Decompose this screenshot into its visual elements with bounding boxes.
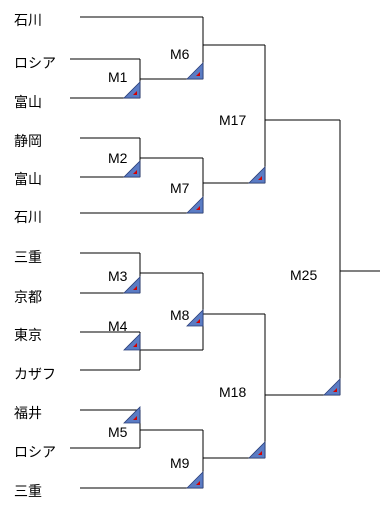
bracket-lines [70,16,380,489]
match-label-m5: M5 [108,424,128,440]
winner-marker-icon [186,471,204,489]
marker-triangle [123,406,141,424]
marker-dot [133,91,137,95]
match-label-m4: M4 [108,318,128,334]
marker-dot [196,319,200,323]
marker-dot [133,286,137,290]
marker-triangle [186,196,204,214]
marker-triangle [323,378,341,396]
marker-dot [258,176,262,180]
team-mie-label: 三重 [14,484,42,500]
winner-marker-icon [123,160,141,178]
marker-dot [133,416,137,420]
match-label-m1: M1 [108,69,128,85]
team-mie-label: 三重 [14,250,42,266]
match-label-m18: M18 [219,384,246,400]
match-label-m2: M2 [108,150,128,166]
winner-marker-icon [186,62,204,80]
winner-marker-icon [248,166,266,184]
marker-dot [196,481,200,485]
marker-dot [196,206,200,210]
marker-dot [196,72,200,76]
team-kazakh-label: カザフ [14,367,56,383]
team-toyama-label: 富山 [14,94,42,111]
team-kyoto-label: 京都 [14,290,42,306]
winner-marker-icon [123,276,141,294]
match-label-m9: M9 [170,455,190,471]
winner-marker-icon [186,309,204,327]
team-shizuoka-label: 静岡 [14,134,42,150]
match-label-m25: M25 [290,267,317,283]
match-markers [123,62,341,489]
winner-marker-icon [186,196,204,214]
marker-dot [258,451,262,455]
team-tokyo-label: 東京 [14,328,42,344]
marker-triangle [248,441,266,459]
team-fukui-label: 福井 [14,406,42,422]
team-ishikawa-label: 石川 [14,210,42,226]
marker-triangle [186,62,204,80]
winner-marker-icon [123,81,141,99]
winner-marker-icon [123,406,141,424]
team-ishikawa-label: 石川 [14,13,42,29]
marker-dot [133,170,137,174]
match-label-m7: M7 [170,180,190,196]
team-russia-label: ロシア [14,56,56,72]
winner-marker-icon [323,378,341,396]
team-toyama-label: 富山 [14,171,42,188]
match-label-m6: M6 [170,46,190,62]
team-russia-label: ロシア [14,445,56,461]
marker-dot [333,388,337,392]
marker-dot [133,343,137,347]
marker-triangle [248,166,266,184]
match-label-m8: M8 [170,307,190,323]
winner-marker-icon [123,333,141,351]
marker-triangle [186,471,204,489]
winner-marker-icon [248,441,266,459]
match-label-m17: M17 [219,112,246,128]
match-label-m3: M3 [108,268,128,284]
marker-triangle [123,333,141,351]
